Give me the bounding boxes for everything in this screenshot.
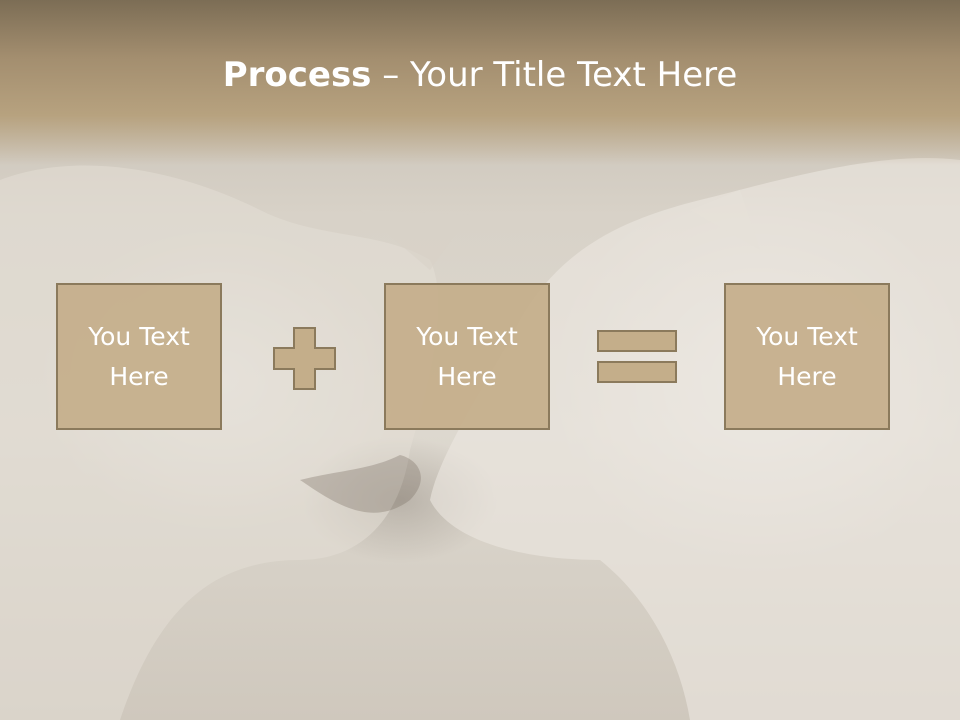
- process-box-1-label: You Text Here: [88, 321, 190, 391]
- title-text: – Your Title Text Here: [371, 55, 738, 95]
- title-band: [0, 0, 960, 165]
- process-box-3-label: You Text Here: [756, 321, 858, 391]
- process-box-2-label: You Text Here: [416, 321, 518, 391]
- plus-icon: [273, 327, 336, 390]
- equals-icon: [597, 330, 677, 383]
- title-bold-word: Process: [222, 55, 372, 95]
- process-box-2[interactable]: You Text Here: [384, 283, 550, 430]
- process-box-1[interactable]: You Text Here: [56, 283, 222, 430]
- slide-title: Process – Your Title Text Here: [0, 52, 960, 98]
- process-box-3[interactable]: You Text Here: [724, 283, 890, 430]
